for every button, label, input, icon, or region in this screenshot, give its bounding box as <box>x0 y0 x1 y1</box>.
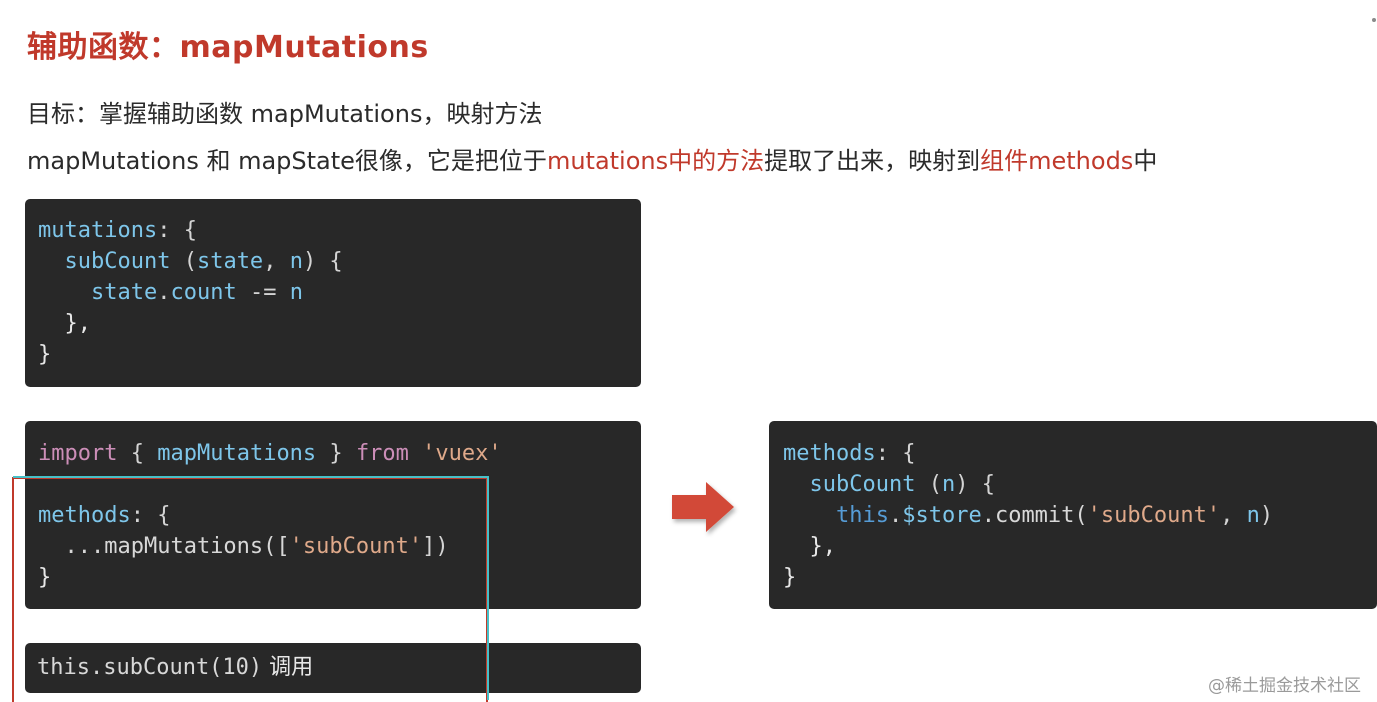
equivalent-methods-code-block: methods: { subCount (n) { this.$store.co… <box>769 421 1377 609</box>
code-token: subCount <box>38 249 171 274</box>
code-token: ( <box>170 249 197 274</box>
page-title: 辅助函数：mapMutations <box>27 30 429 65</box>
code-line: } <box>783 565 797 590</box>
code-token: ) <box>1259 503 1274 528</box>
code-token: methods <box>783 441 876 466</box>
code-token: : { <box>875 441 916 466</box>
code-token: 'vuex' <box>422 441 502 466</box>
code-line: import { mapMutations } from 'vuex' <box>38 438 641 469</box>
desc-part-2: 提取了出来，映射到 <box>764 147 981 175</box>
code-token: ) { <box>302 249 343 274</box>
code-token: subCount <box>783 472 916 497</box>
code-token: ...mapMutations([ <box>38 534 290 559</box>
code-token: n <box>1246 503 1260 528</box>
code-token: } <box>316 441 356 466</box>
code-token: ]) <box>422 534 449 559</box>
code-token: 'subCount' <box>289 534 423 559</box>
code-token: mutations <box>38 218 158 243</box>
code-token: n <box>289 249 303 274</box>
code-token: $store <box>902 503 982 528</box>
code-line: mutations: { <box>38 215 641 246</box>
call-code: this.subCount(10) <box>37 655 263 680</box>
code-token: , <box>263 249 290 274</box>
code-token: state <box>38 280 158 305</box>
code-token: : { <box>130 503 171 528</box>
code-token <box>409 441 422 466</box>
desc-highlight-mutations: mutations中的方法 <box>546 147 765 175</box>
code-token: ( <box>915 472 942 497</box>
code-line: subCount (n) { <box>783 469 1377 500</box>
goal-text: 目标：掌握辅助函数 mapMutations，映射方法 <box>27 100 543 128</box>
code-token: methods <box>38 503 131 528</box>
desc-highlight-methods: 组件methods <box>980 147 1134 175</box>
desc-part-3: 中 <box>1133 147 1158 175</box>
code-token: : { <box>157 218 197 243</box>
code-line: methods: { <box>38 500 641 531</box>
code-line: ...mapMutations(['subCount']) <box>38 531 641 562</box>
code-token: -= <box>236 280 290 305</box>
code-token: , <box>1220 503 1247 528</box>
code-line: } <box>38 342 52 367</box>
code-token: . <box>888 503 903 528</box>
code-token: import <box>38 441 118 466</box>
code-line: state.count -= n <box>38 277 641 308</box>
mapmutations-code-block: import { mapMutations } from 'vuex'​meth… <box>25 421 641 609</box>
call-suffix: 调用 <box>262 655 314 680</box>
code-token: mapMutations <box>157 441 317 466</box>
cyan-highlight-frame <box>13 476 489 700</box>
desc-part-1: mapMutations 和 mapState很像，它是把位于 <box>27 147 547 175</box>
code-line: } <box>38 565 52 590</box>
code-line: subCount (state, n) { <box>38 246 641 277</box>
code-token: n <box>289 280 303 305</box>
right-arrow-icon <box>672 482 734 532</box>
code-line: this.$store.commit('subCount', n) <box>783 500 1377 531</box>
code-line: methods: { <box>783 438 1377 469</box>
code-token: this <box>783 503 889 528</box>
call-code-block: this.subCount(10) 调用 <box>25 643 641 693</box>
code-token: . <box>157 280 171 305</box>
code-token: count <box>170 280 237 305</box>
mutations-code-block: mutations: { subCount (state, n) { state… <box>25 199 641 387</box>
code-token: ) { <box>955 472 995 497</box>
description-text: mapMutations 和 mapState很像，它是把位于mutations… <box>27 144 1157 178</box>
code-token: 'subCount' <box>1087 503 1221 528</box>
code-line: }, <box>783 534 836 559</box>
code-token: n <box>941 472 956 497</box>
code-token: { <box>117 441 158 466</box>
code-token: state <box>196 249 264 274</box>
watermark: @稀土掘金技术社区 <box>1208 676 1361 696</box>
code-token: .commit( <box>981 503 1088 528</box>
code-token: from <box>355 441 409 466</box>
decorative-dot <box>1372 18 1376 22</box>
code-line: }, <box>38 311 91 336</box>
